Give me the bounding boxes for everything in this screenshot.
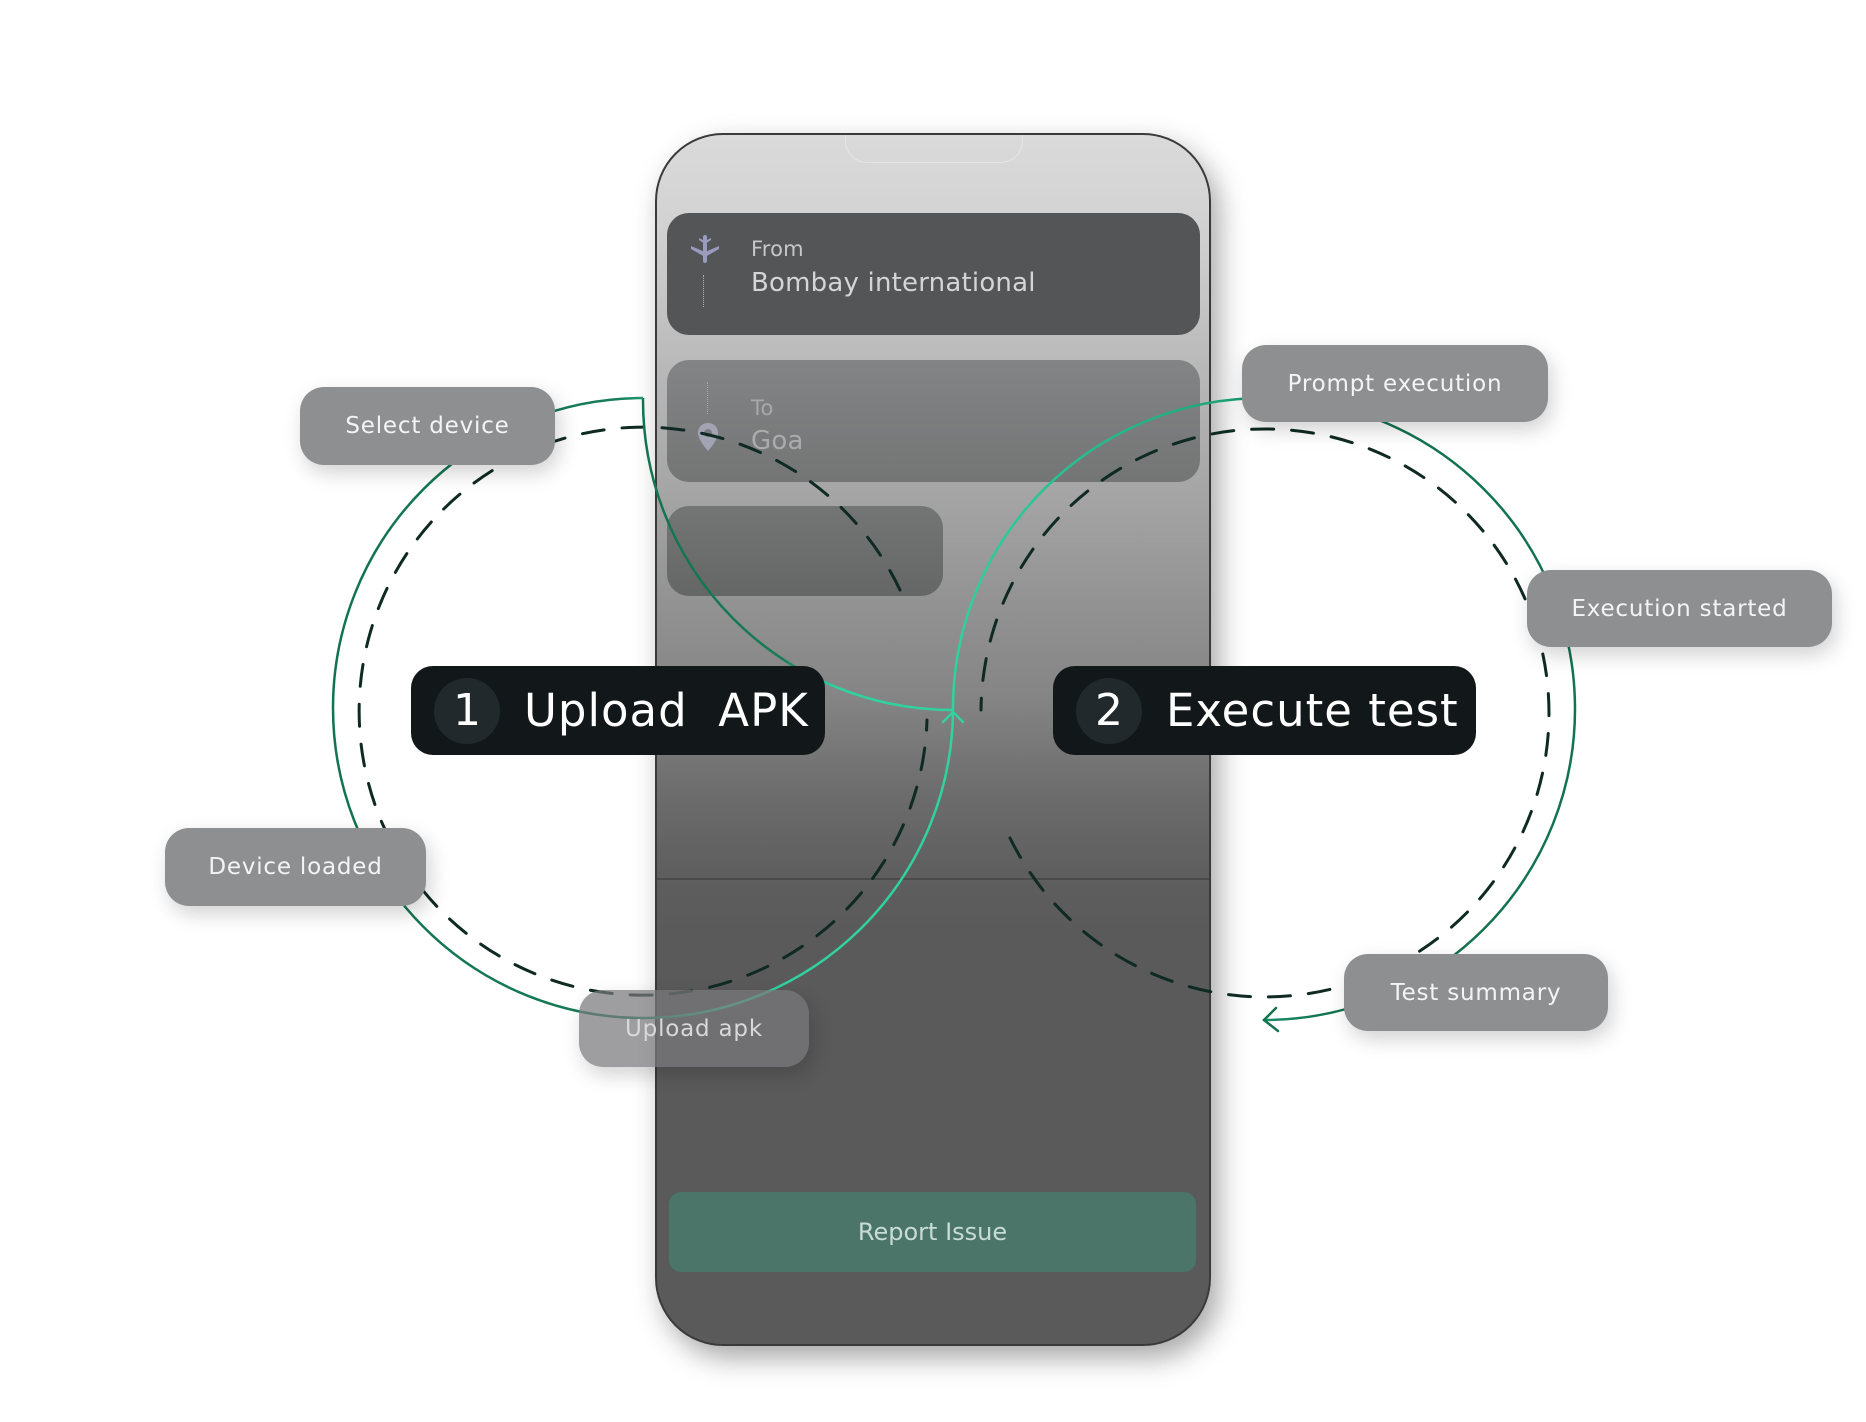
label-select-device: Select device <box>300 387 555 465</box>
arrow-left-icon <box>1262 1006 1280 1033</box>
label-text: Upload apk <box>625 1015 763 1042</box>
to-field[interactable]: To Goa <box>667 360 1200 482</box>
placeholder-card <box>667 506 943 596</box>
route-line-icon <box>707 382 709 414</box>
step-number-badge: 2 <box>1076 677 1142 744</box>
to-label: To <box>751 396 774 420</box>
label-text: Execution started <box>1571 595 1788 622</box>
divider <box>657 878 1209 880</box>
label-text: Prompt execution <box>1287 370 1503 397</box>
label-execution-started: Execution started <box>1527 570 1832 647</box>
label-upload-apk: Upload apk <box>579 990 809 1067</box>
step-execute-test: 2 Execute test <box>1053 666 1476 755</box>
step-title: Upload APK <box>524 684 809 737</box>
label-text: Select device <box>345 413 510 439</box>
label-device-loaded: Device loaded <box>165 828 426 906</box>
report-issue-button[interactable]: Report Issue <box>669 1192 1196 1272</box>
phone-notch <box>845 135 1023 163</box>
label-text: Test summary <box>1390 979 1562 1006</box>
route-line-icon <box>703 275 705 307</box>
label-test-summary: Test summary <box>1344 954 1608 1031</box>
step-title: Execute test <box>1166 684 1459 737</box>
label-prompt-execution: Prompt execution <box>1242 345 1548 422</box>
airplane-icon <box>689 235 721 273</box>
to-value: Goa <box>751 426 804 456</box>
step-upload-apk: 1 Upload APK <box>411 666 825 755</box>
step-number-badge: 1 <box>434 677 500 744</box>
label-text: Device loaded <box>208 854 383 880</box>
from-field[interactable]: From Bombay international <box>667 213 1200 335</box>
from-label: From <box>751 237 804 261</box>
location-pin-icon <box>697 422 719 456</box>
from-value: Bombay international <box>751 268 1036 298</box>
